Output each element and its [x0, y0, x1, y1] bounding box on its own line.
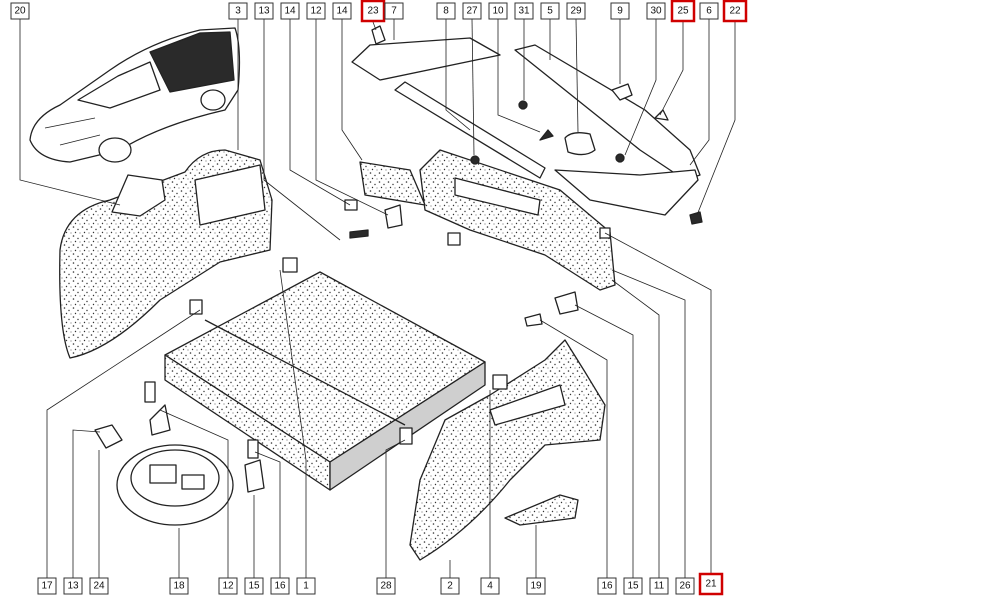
callout-14-b: 14	[332, 2, 352, 20]
svg-text:26: 26	[679, 581, 691, 592]
rear-parcel-shelf-trim	[419, 149, 616, 291]
callout-15-b: 15	[623, 577, 643, 595]
callout-19: 19	[526, 577, 546, 595]
svg-text:3: 3	[235, 6, 241, 17]
callout-23: 23	[360, 0, 386, 23]
svg-text:11: 11	[654, 581, 665, 592]
left-trim-bracket	[111, 174, 166, 217]
right-upper-trim	[514, 44, 701, 216]
right-side-trim-panel	[409, 339, 606, 561]
callout-21: 21	[698, 572, 724, 596]
left-pillar-trim	[359, 161, 426, 206]
svg-text:15: 15	[627, 581, 639, 592]
svg-text:20: 20	[14, 6, 26, 17]
callout-14: 14	[280, 2, 300, 20]
boot-floor-panel	[164, 271, 486, 491]
callout-4: 4	[480, 577, 500, 595]
left-side-trim-panel	[59, 149, 273, 359]
svg-text:14: 14	[336, 6, 348, 17]
svg-text:17: 17	[41, 581, 53, 592]
svg-text:22: 22	[729, 6, 741, 17]
spare-wheel-storage-tray	[116, 444, 234, 526]
callout-31: 31	[514, 2, 534, 20]
callout-10: 10	[488, 2, 508, 20]
callout-18: 18	[169, 577, 189, 595]
svg-text:16: 16	[601, 581, 613, 592]
speaker-grille	[564, 132, 596, 156]
callout-13: 13	[254, 2, 274, 20]
callout-27: 27	[462, 2, 482, 20]
car-reference-illustration	[29, 27, 241, 163]
callout-8: 8	[436, 2, 456, 20]
callout-12: 12	[306, 2, 326, 20]
svg-text:13: 13	[67, 581, 79, 592]
callout-15: 15	[244, 577, 264, 595]
svg-text:9: 9	[617, 6, 623, 17]
svg-text:18: 18	[173, 581, 185, 592]
svg-text:6: 6	[706, 6, 712, 17]
svg-text:7: 7	[391, 6, 397, 17]
callout-9: 9	[610, 2, 630, 20]
callout-6: 6	[699, 2, 719, 20]
svg-text:21: 21	[705, 579, 717, 590]
callout-3: 3	[228, 2, 248, 20]
callout-26: 26	[675, 577, 695, 595]
callout-22: 22	[722, 0, 748, 23]
callout-16: 16	[270, 577, 290, 595]
callout-7: 7	[384, 2, 404, 20]
callout-12-b: 12	[218, 577, 238, 595]
callout-11: 11	[649, 577, 669, 595]
callout-17: 17	[37, 577, 57, 595]
svg-text:10: 10	[492, 6, 504, 17]
callout-16-b: 16	[597, 577, 617, 595]
svg-text:29: 29	[570, 6, 582, 17]
svg-text:12: 12	[310, 6, 322, 17]
svg-text:16: 16	[274, 581, 286, 592]
leader-lines	[19, 18, 736, 578]
svg-text:13: 13	[258, 6, 270, 17]
callout-20: 20	[10, 2, 30, 20]
callout-30: 30	[646, 2, 666, 20]
svg-text:19: 19	[530, 581, 542, 592]
callout-29: 29	[566, 2, 586, 20]
svg-text:24: 24	[93, 581, 105, 592]
svg-text:15: 15	[248, 581, 260, 592]
callout-13-b: 13	[63, 577, 83, 595]
callout-28: 28	[376, 577, 396, 595]
callout-24: 24	[89, 577, 109, 595]
right-trim-bracket	[504, 494, 579, 526]
callout-5: 5	[540, 2, 560, 20]
svg-text:1: 1	[303, 581, 309, 592]
svg-text:2: 2	[447, 581, 453, 592]
svg-text:25: 25	[677, 6, 689, 17]
svg-text:14: 14	[284, 6, 296, 17]
callout-2: 2	[440, 577, 460, 595]
svg-text:5: 5	[547, 6, 553, 17]
svg-text:4: 4	[487, 581, 493, 592]
svg-text:8: 8	[443, 6, 449, 17]
svg-text:12: 12	[222, 581, 234, 592]
svg-text:30: 30	[650, 6, 662, 17]
svg-text:27: 27	[466, 6, 478, 17]
svg-text:23: 23	[367, 6, 379, 17]
svg-text:31: 31	[518, 6, 530, 17]
svg-text:28: 28	[380, 581, 392, 592]
callout-25: 25	[670, 0, 696, 23]
callout-1: 1	[296, 577, 316, 595]
